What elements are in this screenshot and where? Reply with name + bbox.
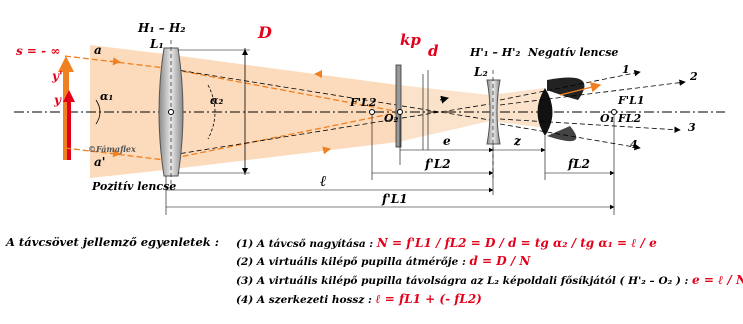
label-y-prime: y' [51,69,63,83]
field-stop [395,64,402,148]
label-y: y [53,93,62,107]
equation-4: (4) A szerkezeti hossz : ℓ = fL1 + (- fL… [236,292,482,306]
equation-1: (1) A távcső nagyítása : N = f'L1 / fL2 … [236,236,657,250]
equation-3: (3) A virtuális kilépő pupilla távolságr… [236,273,743,287]
light-beam-narrow [398,85,545,142]
label-e: e [443,134,451,148]
equation-2: (2) A virtuális kilépő pupilla átmérője … [236,254,531,268]
label-l2: L₂ [473,65,488,79]
label-ray-4: 4 [630,138,638,151]
label-alpha1: α₁ [100,90,113,103]
label-pozitiv-lencse: Pozitív lencse [91,180,176,193]
label-o1: O₁ [600,112,614,125]
label-f-l1-dim: f'L1 [381,192,408,206]
label-f-l2-dim: f'L2 [424,157,451,171]
label-d-big: D [257,23,272,42]
negative-lens [486,79,501,145]
label-f-l2-dim-right: fL2 [567,157,590,171]
label-s: s = - ∞ [16,44,60,58]
label-o2: O₂ [384,112,399,125]
label-l1: L₁ [149,37,164,51]
label-f-l1-prime: F'L1 [617,94,645,107]
label-h1h2-prime: H'₁ – H'₂ [469,46,520,59]
label-alpha2: α₂ [210,94,223,107]
equations-heading: A távcsövet jellemző egyenletek : [6,235,219,249]
label-f-l2-right: FL2 [617,112,642,125]
label-ray-2: 2 [689,70,698,83]
label-f-l2: F'L2 [349,96,377,109]
label-a-prime: a' [94,155,105,169]
label-ell: ℓ [320,172,326,190]
label-kp: kp [400,31,421,49]
label-h1h2: H₁ – H₂ [137,21,186,35]
label-a: a [94,43,102,57]
label-watermark: ©Fámaflex [88,144,136,154]
label-ray-3: 3 [688,121,696,134]
label-d-small: d [428,42,439,60]
label-negativ-lencse: Negatív lencse [527,46,618,59]
label-z: z [513,134,522,148]
label-ray-1: 1 [622,63,630,76]
